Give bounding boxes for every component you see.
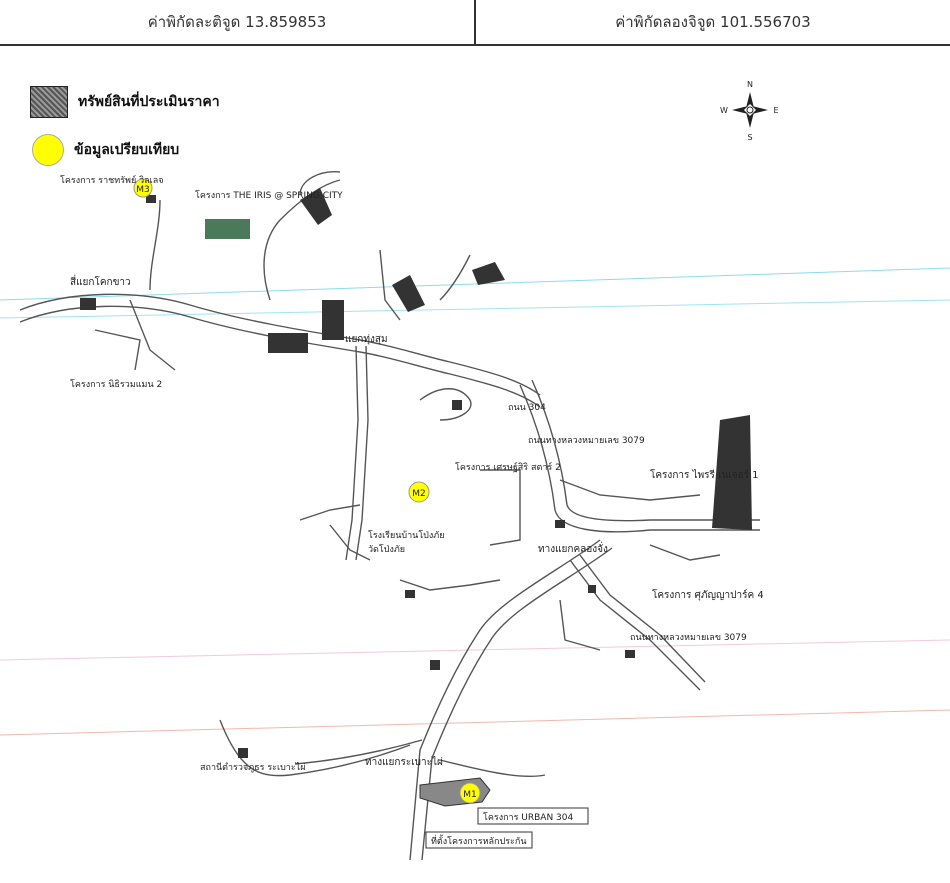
- label-pairee: โครงการ ไพรรี เนเจอร์ 1: [650, 468, 759, 481]
- legend-property-label: ทรัพย์สินที่ประเมินราคา: [78, 94, 220, 110]
- junction-building: [322, 300, 344, 340]
- label-junction-bottom: ทางแยกระเบาะไผ่: [365, 756, 443, 768]
- label-temple: วัดโป่งภัย: [368, 544, 405, 555]
- label-setthasiri: โครงการ เศรษฐ์สิริ สตาร์ 2: [455, 461, 561, 473]
- marker-m1: [459, 782, 481, 804]
- compass-e: E: [773, 106, 778, 115]
- label-village-left: โรงเรียนบ้านโป่งภัย: [368, 530, 444, 541]
- label-highway-bottom: ถนนทางหลวงหมายเลข 3079: [630, 633, 747, 643]
- label-school: สถานีตำรวจภูธร ระเบาะไผ่: [200, 762, 305, 773]
- location-map: M3 M2 M1 โครงการ ราชทรัพย์ วิลเลจ โครงกา…: [0, 171, 950, 861]
- location-label-box: [425, 831, 533, 849]
- label-urban: โครงการ URBAN 304: [483, 812, 573, 823]
- building-block-2: [392, 275, 425, 312]
- legend-comparable-label: ข้อมูลเปรียบเทียบ: [74, 142, 180, 158]
- longitude-label: ค่าพิกัดลองจิจูด 101.556703: [615, 13, 811, 31]
- legend-item-comparable: ข้อมูลเปรียบเทียบ: [30, 134, 220, 166]
- map-labels: โครงการ ราชทรัพย์ วิลเลจ โครงการ THE IRI…: [60, 174, 764, 773]
- roads: [19, 171, 760, 861]
- comparable-swatch: [32, 134, 64, 166]
- label-junction-top: แยกทุ่งสุม: [345, 334, 388, 345]
- marker-m2-label: M2: [412, 489, 426, 499]
- compass-s: S: [747, 133, 752, 142]
- building-block-3: [472, 262, 505, 285]
- scan-lines: [0, 267, 950, 736]
- label-proj-left: โครงการ นิธิรวมแมน 2: [70, 379, 162, 390]
- map-legend: ทรัพย์สินที่ประเมินราคา ข้อมูลเปรียบเทีย…: [30, 86, 220, 182]
- property-swatch: [30, 86, 68, 118]
- label-supanya: โครงการ ศุภัญญาปาร์ค 4: [652, 588, 764, 601]
- label-road-304: ถนน 304: [508, 403, 546, 413]
- marker-m2: [408, 481, 430, 503]
- label-highway-top: ถนนทางหลวงหมายเลข 3079: [528, 436, 645, 446]
- compass-n: N: [747, 80, 753, 89]
- iris-project-block: [205, 219, 250, 239]
- comparable-markers: M3 M2 M1: [133, 178, 481, 804]
- label-iris: โครงการ THE IRIS @ SPRING CITY: [195, 190, 343, 201]
- marker-m3: [133, 178, 153, 198]
- urban-label-box: [477, 807, 589, 825]
- legend-item-property: ทรัพย์สินที่ประเมินราคา: [30, 86, 220, 118]
- compass-w: W: [720, 106, 728, 115]
- label-rich-village: โครงการ ราชทรัพย์ วิลเลจ: [60, 174, 164, 186]
- buildings: [80, 188, 752, 758]
- pairee-project-block: [712, 415, 752, 530]
- label-junction-khlong: ทางแยกคลองจั่ง: [538, 541, 608, 555]
- compass-icon: N S W E: [720, 80, 778, 142]
- label-junction-left: สี่แยกโคกขาว: [70, 274, 131, 288]
- building-block-1: [268, 333, 308, 353]
- project-block-top: [300, 188, 332, 225]
- coordinates-header: ค่าพิกัดละติจูด 13.859853 ค่าพิกัดลองจิจ…: [0, 0, 950, 46]
- marker-m3-label: M3: [136, 185, 150, 195]
- label-location: ที่ตั้งโครงการหลักประกัน: [431, 834, 526, 847]
- latitude-label: ค่าพิกัดละติจูด 13.859853: [0, 0, 476, 44]
- marker-m1-label: M1: [463, 790, 477, 800]
